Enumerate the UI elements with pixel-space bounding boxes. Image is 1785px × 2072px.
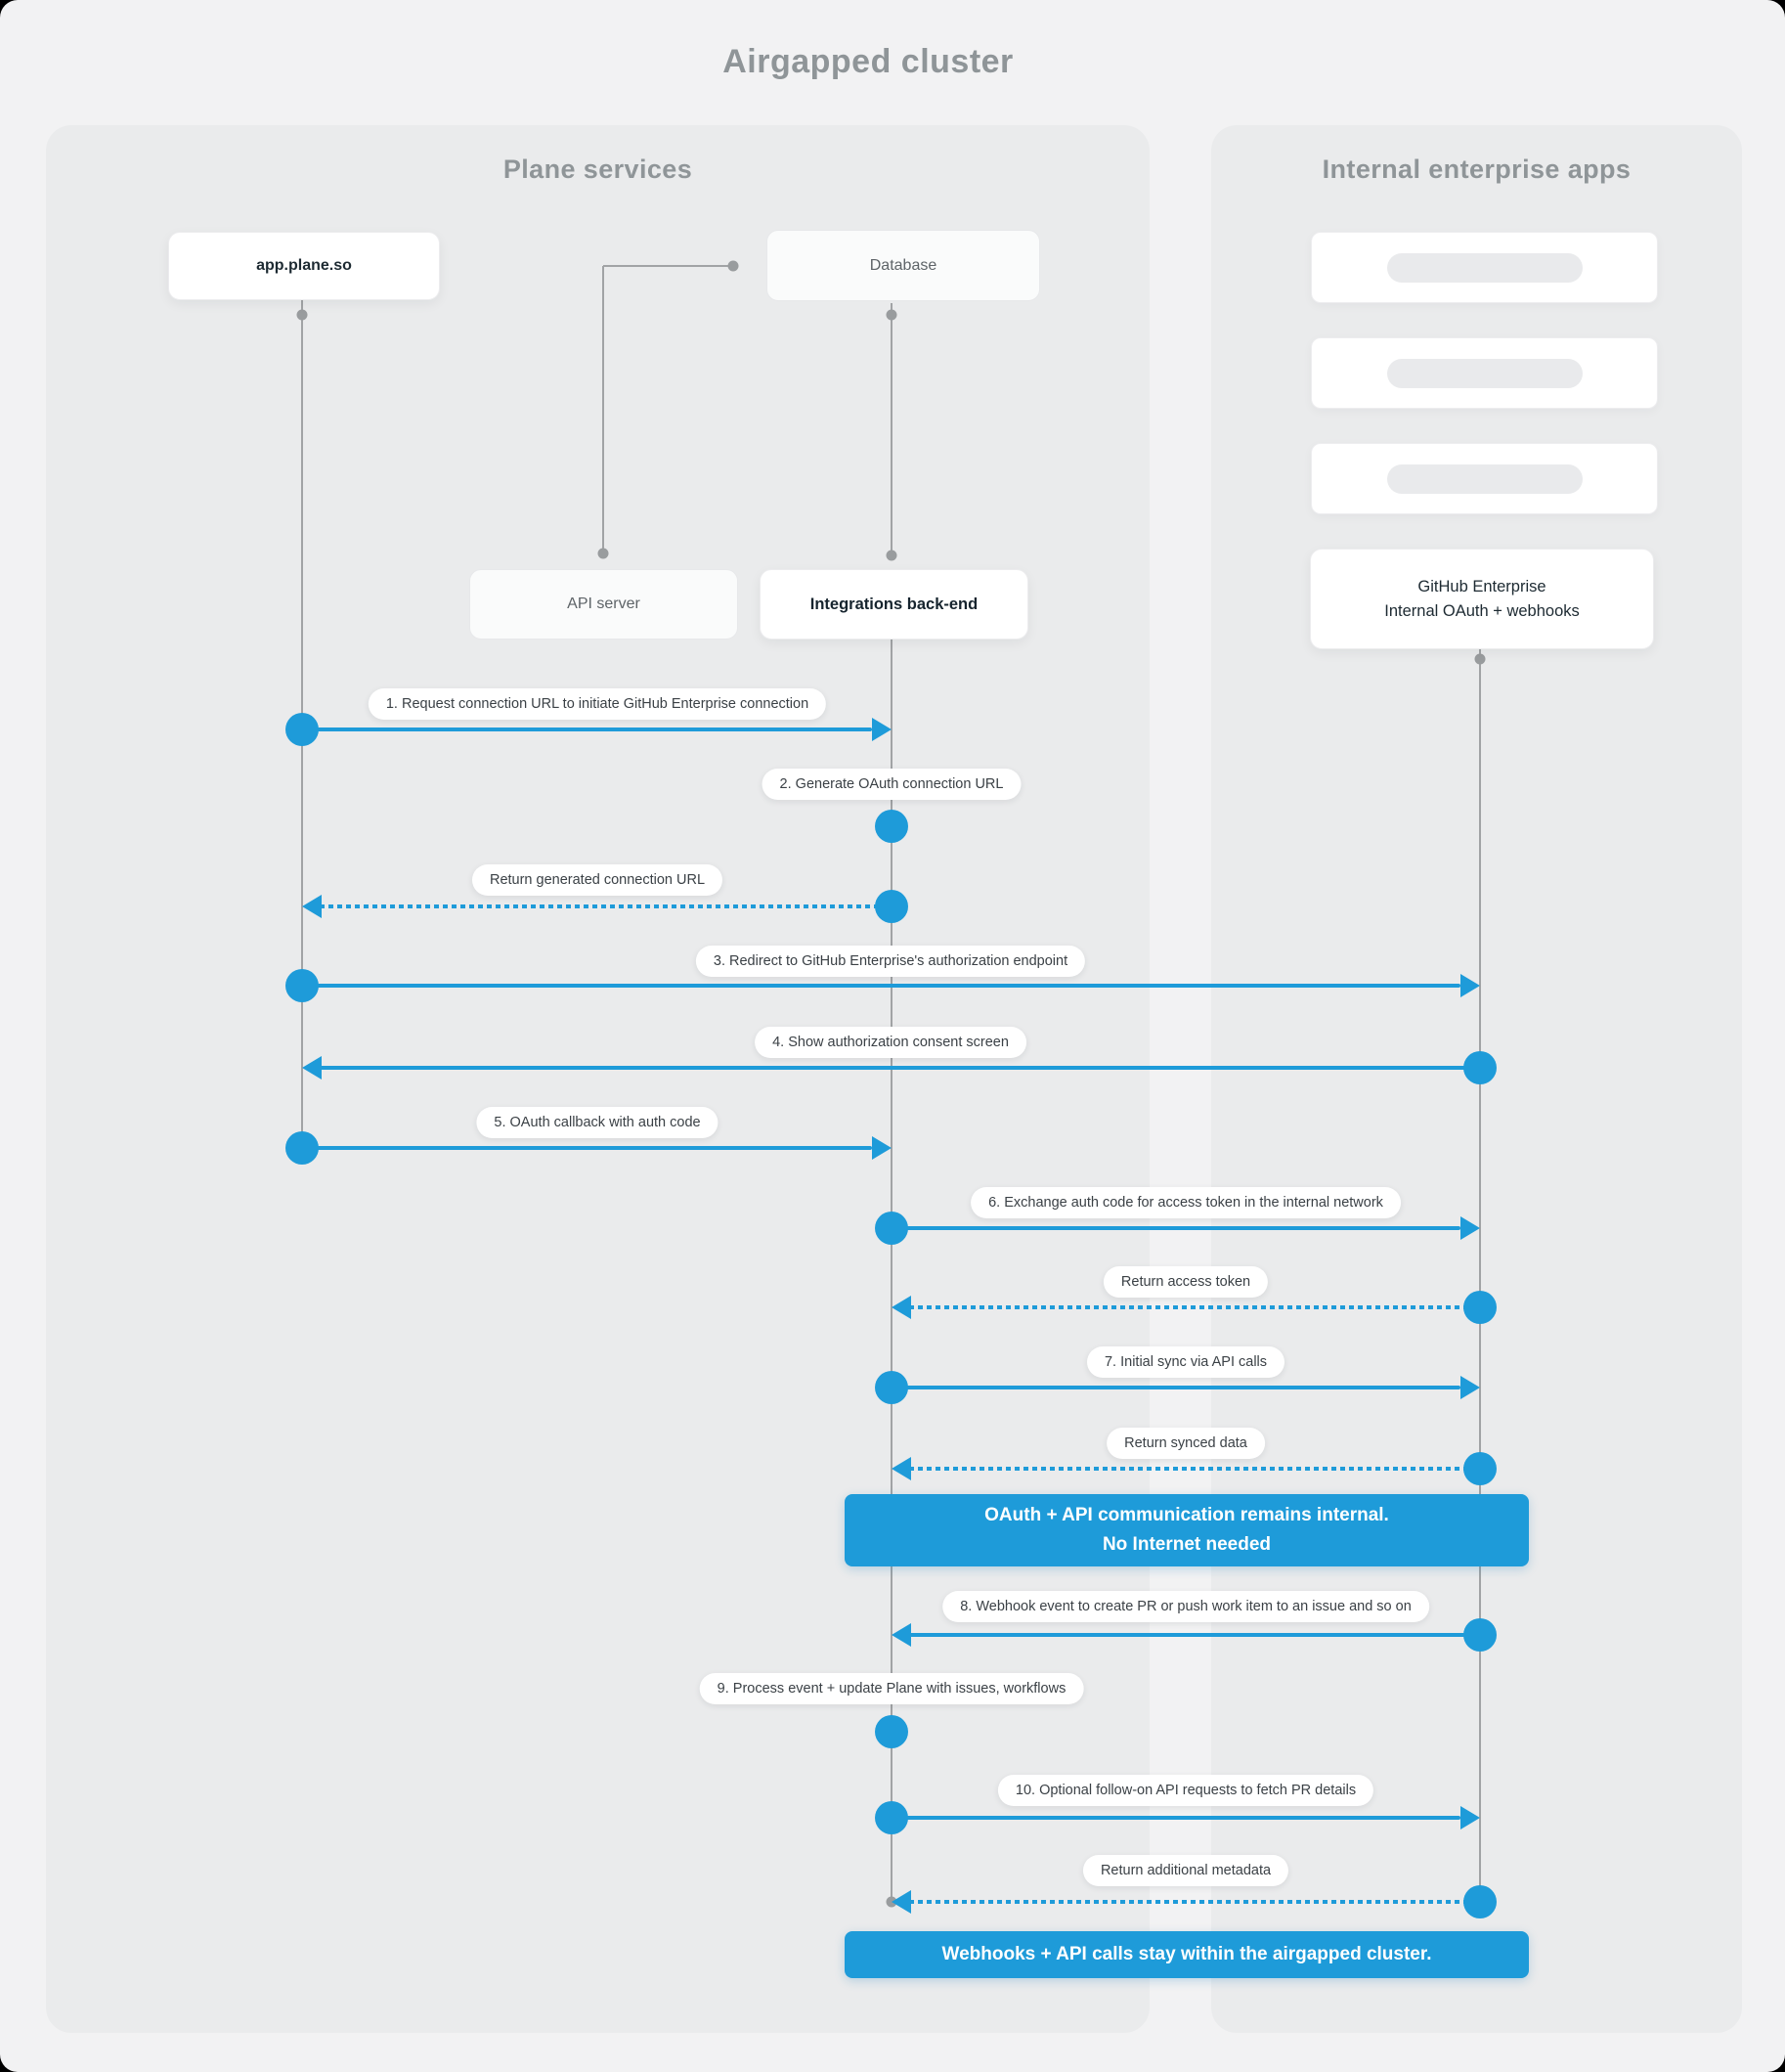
message-source-dot <box>1463 1291 1497 1324</box>
message-7-line <box>892 1226 1460 1230</box>
node-app-plane-so: app.plane.so <box>168 232 440 300</box>
banner-line1: Webhooks + API calls stay within the air… <box>941 1943 1432 1964</box>
message-10-label: Return synced data <box>1107 1428 1265 1459</box>
lifeline-start-dot <box>296 309 308 321</box>
message-13-line <box>892 1816 1460 1820</box>
node-database: Database <box>766 230 1040 301</box>
lifeline-start-dot <box>886 309 897 321</box>
arrowhead-right-icon <box>1460 1806 1480 1830</box>
airgapped-cluster-banner: Webhooks + API calls stay within the air… <box>845 1931 1529 1978</box>
window-corner-artifact <box>0 2054 18 2072</box>
node-integrations-backend-label: Integrations back-end <box>809 595 979 613</box>
node-app-plane-so-label: app.plane.so <box>256 257 352 274</box>
message-8-label: Return access token <box>1103 1266 1269 1298</box>
node-github-enterprise: GitHub Enterprise Internal OAuth + webho… <box>1310 549 1654 649</box>
message-13-label: 10. Optional follow-on API requests to f… <box>997 1775 1374 1806</box>
connector-api-server-vertical <box>602 266 604 551</box>
message-source-dot <box>285 969 319 1002</box>
arrowhead-right-icon <box>872 718 892 741</box>
placeholder-app-card <box>1311 443 1658 514</box>
arrowhead-left-icon <box>892 1296 911 1319</box>
page-title: Airgapped cluster <box>722 43 1014 80</box>
message-5-label: 4. Show authorization consent screen <box>755 1027 1026 1058</box>
banner-line2: No Internet needed <box>1102 1534 1272 1555</box>
node-api-server: API server <box>469 569 738 639</box>
message-source-dot <box>285 713 319 746</box>
message-3-label: Return generated connection URL <box>471 864 723 896</box>
window-corner-artifact <box>1767 2054 1785 2072</box>
arrowhead-left-icon <box>302 895 322 918</box>
message-6-line <box>302 1146 872 1150</box>
arrowhead-right-icon <box>1460 974 1480 997</box>
placeholder-skeleton-bar <box>1386 358 1583 388</box>
node-github-enterprise-line1: GitHub Enterprise <box>1417 577 1546 595</box>
connector-end-dot <box>727 260 739 272</box>
message-5-line <box>320 1066 1480 1070</box>
message-3-line <box>320 904 892 908</box>
arrowhead-right-icon <box>1460 1216 1480 1240</box>
node-integrations-backend: Integrations back-end <box>760 569 1028 639</box>
message-source-dot <box>875 1371 908 1404</box>
message-source-dot <box>875 890 908 923</box>
window-corner-artifact <box>1767 0 1785 18</box>
message-source-dot <box>1463 1452 1497 1485</box>
lifeline-integrations-backend <box>891 638 892 1902</box>
node-github-enterprise-line2: Internal OAuth + webhooks <box>1384 601 1580 620</box>
message-8-line <box>909 1305 1480 1309</box>
message-14-line <box>909 1900 1480 1904</box>
message-1-line <box>302 727 872 731</box>
plane-services-title: Plane services <box>502 154 693 184</box>
message-9-label: 7. Initial sync via API calls <box>1086 1346 1285 1378</box>
arrowhead-right-icon <box>1460 1376 1480 1399</box>
node-database-label: Database <box>869 256 937 274</box>
internal-enterprise-apps-title: Internal enterprise apps <box>1322 154 1632 184</box>
message-12-label: 9. Process event + update Plane with iss… <box>699 1673 1084 1704</box>
message-source-dot <box>875 1801 908 1834</box>
message-10-line <box>909 1467 1480 1471</box>
message-source-dot <box>875 1715 908 1748</box>
message-6-label: 5. OAuth callback with auth code <box>476 1107 718 1138</box>
lifeline-github-enterprise <box>1479 647 1481 1902</box>
plane-services-panel: Plane services <box>46 125 1150 2033</box>
arrowhead-left-icon <box>892 1890 911 1914</box>
arrowhead-left-icon <box>892 1457 911 1480</box>
placeholder-app-card <box>1311 232 1658 303</box>
arrowhead-left-icon <box>892 1623 911 1647</box>
arrowhead-right-icon <box>872 1136 892 1160</box>
lifeline-database <box>891 303 892 557</box>
message-source-dot <box>875 810 908 843</box>
message-14-label: Return additional metadata <box>1082 1855 1289 1886</box>
arrowhead-left-icon <box>302 1056 322 1080</box>
message-11-label: 8. Webhook event to create PR or push wo… <box>942 1591 1429 1622</box>
lifeline-end-dot <box>886 550 897 561</box>
message-9-line <box>892 1386 1460 1389</box>
placeholder-app-card <box>1311 337 1658 409</box>
message-source-dot <box>1463 1618 1497 1652</box>
internal-communication-banner: OAuth + API communication remains intern… <box>845 1494 1529 1566</box>
message-source-dot <box>1463 1885 1497 1918</box>
message-4-line <box>302 984 1460 988</box>
node-api-server-label: API server <box>567 595 640 612</box>
placeholder-skeleton-bar <box>1386 463 1583 494</box>
message-11-line <box>909 1633 1480 1637</box>
lifeline-start-dot <box>1474 653 1486 665</box>
message-2-label: 2. Generate OAuth connection URL <box>762 769 1022 800</box>
message-source-dot <box>1463 1051 1497 1084</box>
placeholder-skeleton-bar <box>1386 252 1583 283</box>
message-7-label: 6. Exchange auth code for access token i… <box>971 1187 1401 1218</box>
banner-line1: OAuth + API communication remains intern… <box>984 1504 1389 1525</box>
message-4-label: 3. Redirect to GitHub Enterprise's autho… <box>695 946 1086 977</box>
message-source-dot <box>875 1212 908 1245</box>
message-source-dot <box>285 1131 319 1165</box>
connector-end-dot <box>597 548 609 559</box>
message-1-label: 1. Request connection URL to initiate Gi… <box>368 688 827 720</box>
window-corner-artifact <box>0 0 18 18</box>
connector-api-server-horizontal <box>603 265 732 267</box>
